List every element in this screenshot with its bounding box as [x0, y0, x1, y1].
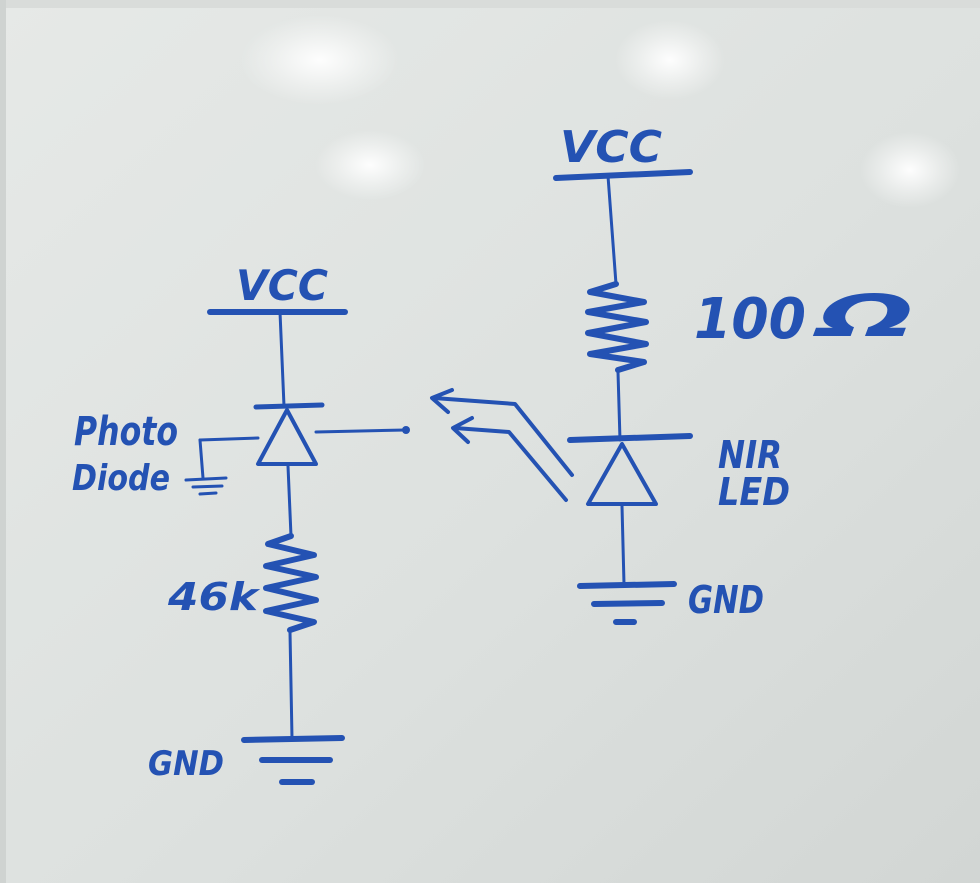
board-frame-left	[0, 0, 6, 883]
wire	[620, 504, 626, 586]
right-gnd-label: GND	[688, 578, 764, 622]
light-arrow-head	[430, 388, 454, 414]
wire	[198, 438, 205, 480]
light-arrow	[432, 396, 574, 477]
resistor-100-ohm-label: 100	[694, 287, 806, 352]
wire	[198, 436, 260, 442]
photodiode-symbol	[256, 408, 318, 466]
glare-reflection	[315, 130, 425, 200]
light-emission-arrows	[430, 388, 574, 502]
wire	[288, 630, 294, 740]
wire	[278, 310, 286, 408]
left-gnd-label: GND	[148, 744, 224, 784]
right-vcc-rail	[553, 169, 693, 181]
led-bar	[567, 433, 693, 443]
board-frame-top	[0, 0, 980, 8]
ohm-symbol: Ω	[812, 282, 914, 350]
left-ground-symbol	[241, 735, 345, 785]
nir-led-label-line1: NIR	[718, 433, 782, 477]
light-arrow-head	[451, 416, 474, 444]
terminal-dot	[402, 426, 410, 434]
wire	[616, 370, 622, 442]
nir-led-symbol	[586, 442, 658, 506]
wire	[606, 174, 618, 286]
nir-led-label-line2: LED	[718, 470, 790, 514]
left-vcc-label: VCC	[236, 261, 328, 310]
resistor-100-ohm-symbol	[585, 281, 649, 373]
right-vcc-label: VCC	[560, 122, 662, 173]
resistor-46k-label: 46k	[167, 575, 261, 619]
photodiode-label-line2: Diode	[72, 458, 170, 499]
glare-reflection	[860, 132, 960, 208]
glare-reflection	[240, 15, 400, 105]
photodiode-label-line1: Photo	[74, 409, 178, 455]
photodiode-cathode-bar	[253, 402, 325, 410]
glare-reflection	[615, 20, 725, 100]
light-arrow	[453, 426, 568, 502]
wire	[314, 428, 407, 434]
wire	[286, 464, 293, 538]
resistor-46k-symbol	[263, 533, 319, 633]
right-ground-symbol	[577, 581, 677, 625]
photodiode-ground-symbol	[184, 476, 228, 496]
